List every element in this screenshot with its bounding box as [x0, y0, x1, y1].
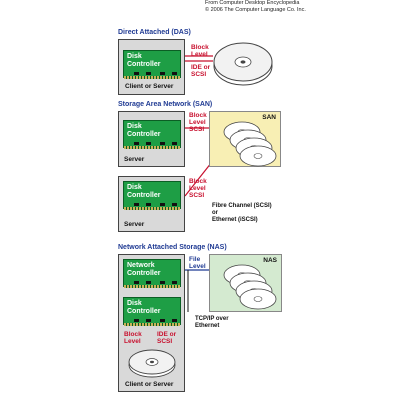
san-server-1-link-label: Block Level SCSI: [189, 112, 207, 133]
san-server-1-label: Server: [124, 156, 145, 163]
credit-line-2: © 2006 The Computer Language Co. Inc.: [205, 6, 306, 13]
san-server-2-label: Server: [124, 221, 145, 228]
das-title: Direct Attached (DAS): [118, 29, 191, 36]
disk-controller-card-icon: Disk Controller: [123, 297, 181, 326]
hard-disk-platter-icon: [239, 145, 277, 167]
san-server-1-card-label: Disk Controller: [127, 123, 161, 138]
nas-interface-label: IDE or SCSI: [157, 331, 177, 345]
nas-network-label: TCP/IP over Ethernet: [195, 316, 229, 329]
san-network-label: Fibre Channel (SCSI) or Ethernet (iSCSI): [212, 203, 272, 223]
san-server-2-box: Disk Controller Server: [118, 176, 185, 232]
nas-network-card-label: Network Controller: [127, 262, 161, 277]
nas-client-box: Network Controller Disk Controller Block…: [118, 254, 185, 392]
nas-disk-stack: [223, 264, 277, 310]
nas-storage-label: NAS: [263, 257, 277, 264]
san-storage-label: SAN: [262, 114, 276, 121]
nas-file-level-label: File Level: [189, 256, 206, 270]
disk-controller-card-icon: Disk Controller: [123, 120, 181, 149]
nas-storage-box: NAS: [209, 254, 282, 312]
hard-disk-platter-icon: [128, 349, 176, 378]
das-block-level-label: Block Level: [191, 44, 209, 58]
san-server-2-link-label: Block Level SCSI: [189, 178, 207, 199]
disk-controller-card-icon: Disk Controller: [123, 181, 181, 210]
san-storage-box: SAN: [209, 111, 281, 167]
nas-title: Network Attached Storage (NAS): [118, 244, 227, 251]
das-box-label: Client or Server: [125, 83, 174, 90]
das-card-label: Disk Controller: [127, 53, 161, 68]
san-server-2-card-label: Disk Controller: [127, 184, 161, 199]
das-client-box: Disk Controller Client or Server: [118, 39, 185, 95]
hard-disk-platter-icon: [213, 42, 273, 86]
nas-block-level-label: Block Level: [124, 331, 142, 345]
disk-controller-card-icon: Disk Controller: [123, 50, 181, 79]
nas-box-label: Client or Server: [125, 381, 174, 388]
das-interface-label: IDE or SCSI: [191, 64, 211, 78]
hard-disk-platter-icon: [239, 288, 277, 310]
san-disk-stack: [223, 121, 277, 167]
credit-notice: From Computer Desktop Encyclopedia © 200…: [205, 0, 306, 13]
san-server-1-box: Disk Controller Server: [118, 111, 185, 167]
nas-disk-card-label: Disk Controller: [127, 300, 161, 315]
san-title: Storage Area Network (SAN): [118, 101, 213, 108]
credit-line-1: From Computer Desktop Encyclopedia: [205, 0, 300, 6]
network-controller-card-icon: Network Controller: [123, 259, 181, 288]
